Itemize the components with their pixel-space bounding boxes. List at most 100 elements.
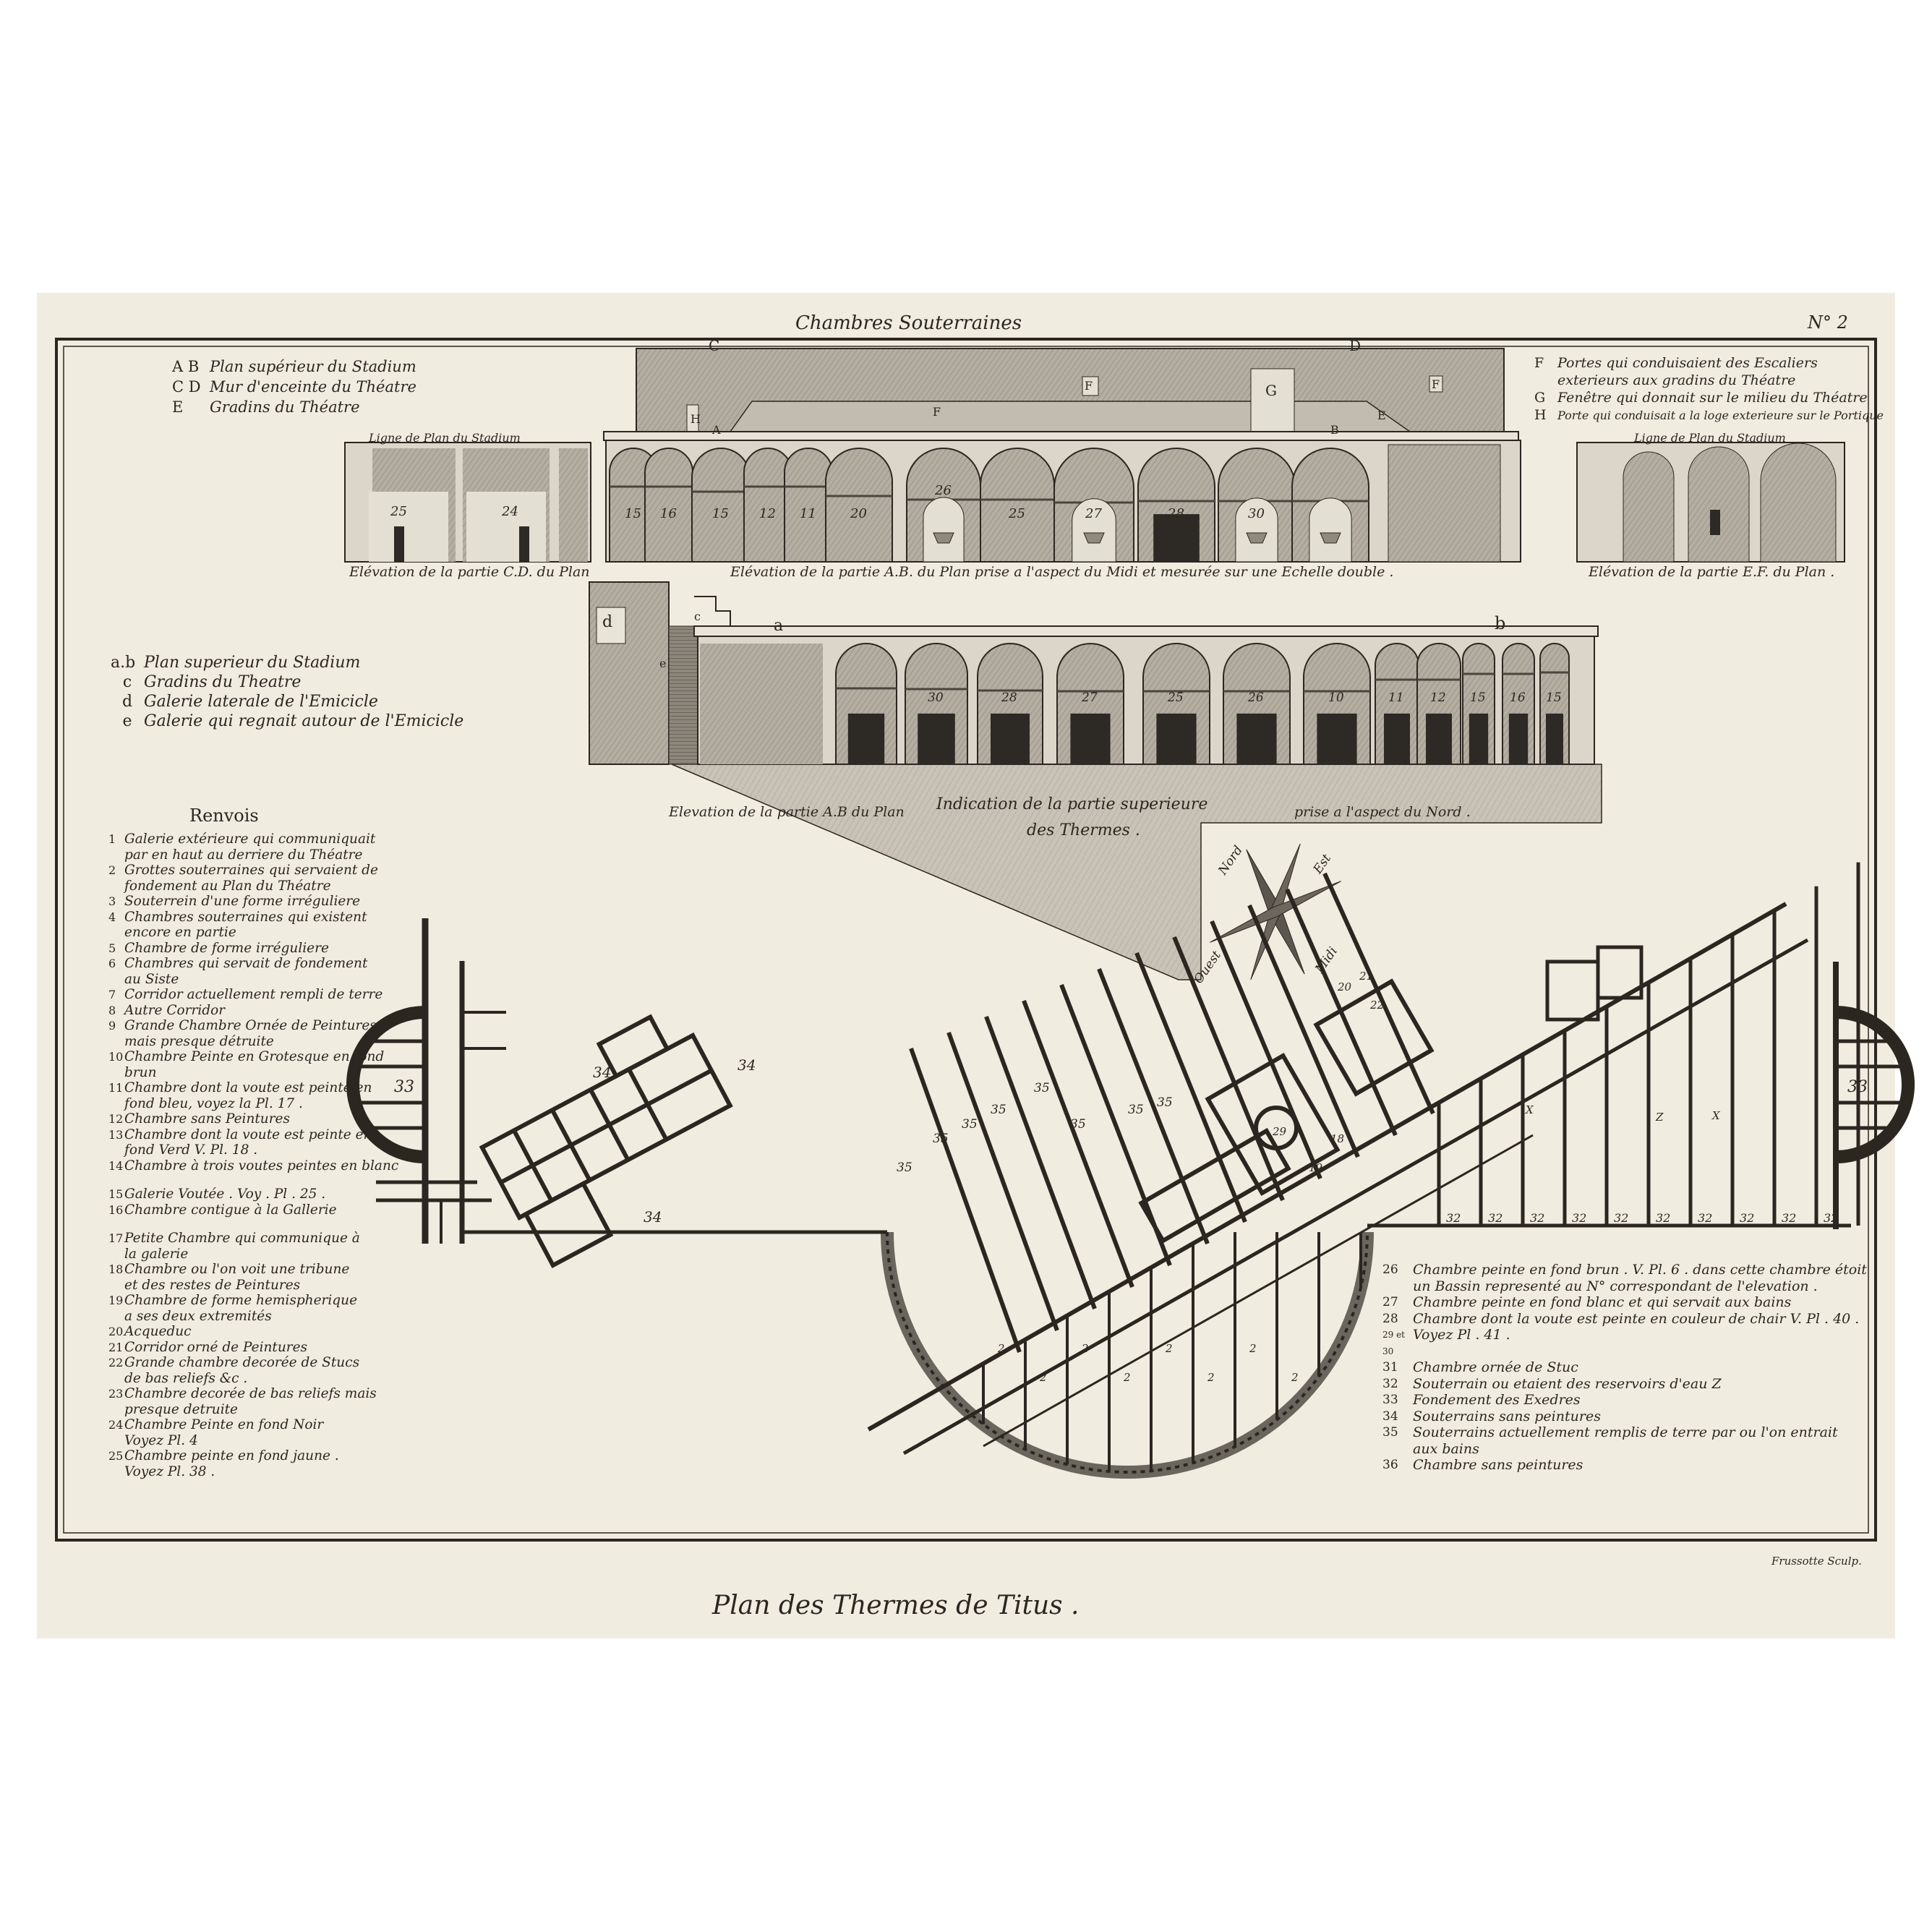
renvoi-line: Autre Corridor bbox=[124, 1002, 226, 1018]
arch-number: 12 bbox=[1430, 691, 1446, 705]
renvoi-number: 24 bbox=[108, 1418, 124, 1432]
arch bbox=[644, 448, 693, 563]
letter-d: D bbox=[1349, 337, 1362, 354]
legend-text: Plan supérieur du Stadium bbox=[210, 358, 416, 375]
renvoi-text: Galerie Voutée . Voy . Pl . 25 . bbox=[124, 1187, 325, 1202]
corridor-wall bbox=[1022, 999, 1134, 1288]
letter-a: A bbox=[712, 423, 721, 437]
plan-label: 35 bbox=[1157, 1095, 1173, 1110]
renvoi-item: 8 Autre Corridor bbox=[108, 1003, 513, 1019]
basin bbox=[933, 532, 954, 544]
renvoi-line: a ses deux extremités bbox=[124, 1308, 272, 1324]
renvoi-line: Souterrein d'une forme irréguliere bbox=[124, 894, 361, 909]
arch-number: 26 bbox=[935, 483, 952, 498]
renvoi-number: 2 bbox=[108, 863, 116, 877]
arch bbox=[825, 448, 893, 563]
renvoi-text: Voyez Pl . 41 . bbox=[1413, 1327, 1510, 1359]
renvoi-number: 23 bbox=[108, 1387, 124, 1401]
plate-number: N° 2 bbox=[1808, 312, 1848, 333]
renvoi-line: Voyez Pl . 41 . bbox=[1413, 1327, 1510, 1343]
renvoi-text: Chambre dont la voute est peinte en coul… bbox=[1413, 1311, 1859, 1328]
renvoi-line: Chambre Peinte en Grotesque en fond bbox=[124, 1049, 385, 1064]
room-number: 24 bbox=[502, 504, 518, 519]
legend-key: e bbox=[122, 712, 132, 730]
letter-d-lower: d bbox=[602, 613, 613, 631]
letter-f: F bbox=[1432, 377, 1440, 391]
arch-number: 20 bbox=[850, 506, 867, 521]
renvoi-line: Chambre peinte en fond jaune . bbox=[124, 1448, 339, 1463]
plan-label: 34 bbox=[593, 1064, 611, 1081]
renvoi-number: 36 bbox=[1382, 1458, 1398, 1472]
legend-text: exterieurs aux gradins du Théatre bbox=[1557, 372, 1796, 388]
plan-label: 35 bbox=[962, 1117, 978, 1132]
plan-label: 32 bbox=[1488, 1211, 1503, 1225]
plan-label: 35 bbox=[897, 1161, 912, 1175]
plan-label: 18 bbox=[1330, 1132, 1344, 1145]
arch-number: 25 bbox=[1168, 691, 1184, 705]
legend-text: Gradins du Theatre bbox=[144, 673, 302, 691]
renvoi-number: 7 bbox=[108, 988, 116, 1001]
renvoi-number: 28 bbox=[1382, 1311, 1398, 1326]
compass-rose-icon bbox=[1210, 843, 1341, 980]
renvoi-line: Chambre dont la voute est peinte en coul… bbox=[1413, 1310, 1860, 1327]
doorway bbox=[1469, 713, 1489, 764]
renvoi-line: Voyez Pl. 38 . bbox=[124, 1463, 215, 1479]
doorway bbox=[1508, 713, 1529, 764]
renvoi-number: 22 bbox=[108, 1356, 124, 1369]
arch-number: 26 bbox=[1248, 691, 1264, 705]
renvoi-number: 21 bbox=[108, 1340, 124, 1354]
legend-text: Plan superieur du Stadium bbox=[144, 654, 361, 672]
letter-f: F bbox=[933, 405, 941, 419]
renvoi-number: 15 bbox=[108, 1187, 124, 1201]
renvoi-number: 9 bbox=[108, 1019, 116, 1033]
corridor-wall bbox=[1210, 920, 1322, 1180]
corridor-wall bbox=[946, 1031, 1059, 1332]
renvoi-line: Souterrain ou etaient des reservoirs d'e… bbox=[1413, 1375, 1722, 1392]
platform-label: Indication de la partie superieure bbox=[936, 795, 1208, 813]
renvoi-line: Souterrains sans peintures bbox=[1413, 1408, 1601, 1424]
renvoi-item: 34 Souterrains sans peintures bbox=[1382, 1409, 1867, 1425]
doorway bbox=[1546, 713, 1563, 764]
plan-label: 35 bbox=[1070, 1117, 1086, 1132]
arch-number: 15 bbox=[1470, 691, 1486, 705]
arch-number: 27 bbox=[1082, 691, 1098, 705]
renvoi-line: Chambre dont la voute est peinte en bbox=[124, 1127, 372, 1142]
renvoi-line: Chambre sans Peintures bbox=[124, 1111, 291, 1127]
arch-number: 11 bbox=[800, 506, 816, 521]
caption-elevation-ab-midi: Elévation de la partie A.B. du Plan pris… bbox=[730, 564, 1394, 580]
arch-number: 30 bbox=[928, 691, 944, 705]
arch-number: 16 bbox=[1510, 691, 1526, 705]
legend-key: G bbox=[1534, 390, 1546, 406]
renvoi-number: 16 bbox=[108, 1202, 124, 1217]
plate-frame bbox=[55, 338, 1877, 1542]
arch-number: 12 bbox=[759, 506, 776, 521]
plan-label: 32 bbox=[1446, 1211, 1461, 1225]
renvoi-number: 34 bbox=[1382, 1409, 1398, 1424]
doorway bbox=[1236, 713, 1277, 764]
renvoi-number: 1 bbox=[108, 832, 116, 846]
renvoi-number: 8 bbox=[108, 1003, 116, 1017]
renvoi-line: Chambre ornée de Stuc bbox=[1413, 1359, 1578, 1375]
renvoi-line: un Bassin representé au N° correspondant… bbox=[1413, 1278, 1818, 1294]
caption-elevation-ab-nord-left: Elevation de la partie A.B du Plan bbox=[669, 804, 905, 820]
